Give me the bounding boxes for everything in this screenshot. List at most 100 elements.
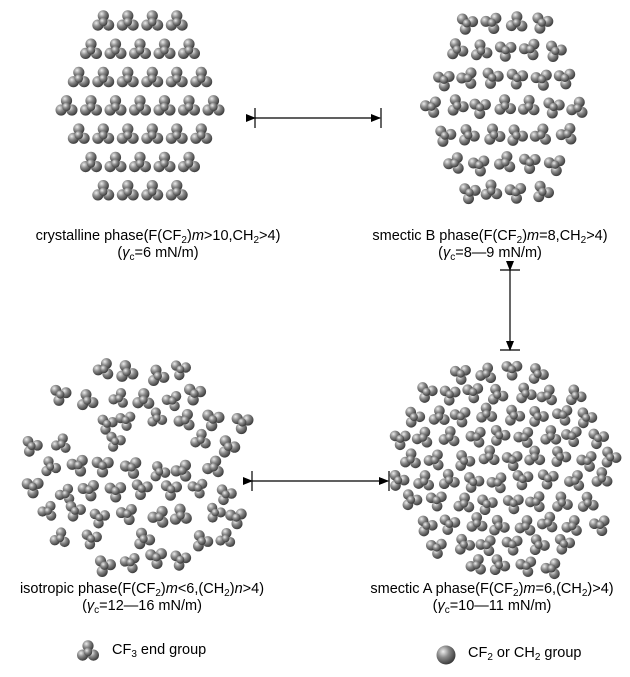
molecule [504, 183, 527, 204]
molecule [455, 450, 476, 471]
molecule [428, 405, 450, 425]
molecule [116, 180, 139, 201]
molecule [173, 408, 195, 431]
molecule [512, 470, 534, 491]
cf2-ch2-group-icon [436, 645, 456, 665]
molecule [459, 124, 480, 146]
molecule [489, 514, 510, 536]
molecule [141, 180, 164, 201]
isotropic-phase-caption: isotropic phase(F(CF2)m<6,(CH2)n>4) (γc=… [19, 581, 265, 616]
molecule [494, 94, 516, 115]
molecule [447, 38, 469, 60]
molecule [480, 179, 503, 200]
smectic-b-phase-cluster [420, 11, 588, 205]
molecule [187, 478, 208, 499]
molecule [153, 38, 176, 60]
molecule [178, 151, 200, 173]
molecule [506, 68, 529, 90]
molecule [169, 503, 192, 525]
molecule [518, 94, 540, 116]
molecule [591, 467, 613, 487]
molecule [94, 555, 116, 577]
molecule [389, 469, 410, 491]
molecule [216, 484, 237, 506]
smectic-a-surface-tension: (γc=10—11 mN/m) [432, 598, 552, 616]
molecule [92, 10, 115, 31]
molecule [480, 12, 502, 34]
molecule [519, 153, 541, 174]
molecule [134, 527, 156, 550]
molecule [425, 538, 447, 559]
molecule [529, 405, 549, 427]
molecule [536, 511, 558, 533]
molecule [115, 411, 136, 431]
crystalline-phase-name: crystalline phase(F(CF2)m>10,CH2>4) [35, 228, 281, 246]
molecule [190, 428, 211, 449]
molecule [501, 360, 523, 381]
molecule [459, 183, 481, 205]
molecule [165, 180, 188, 201]
molecule [528, 363, 549, 384]
molecule [456, 13, 479, 35]
legend-cf2-label: CF2 or CH2 group [468, 645, 582, 663]
molecule [108, 387, 128, 408]
molecule [438, 426, 460, 447]
molecule [589, 515, 610, 537]
molecule [502, 494, 524, 515]
molecule [192, 530, 214, 552]
molecule [92, 358, 114, 380]
molecule [513, 426, 534, 448]
molecule [178, 95, 200, 116]
molecule [178, 38, 200, 60]
arrow-crystalline-smectic-b [246, 108, 382, 128]
molecule [22, 435, 43, 457]
molecule [132, 388, 155, 409]
molecule [456, 67, 477, 89]
molecule [190, 123, 213, 144]
isotropic-phase-cluster [21, 358, 254, 577]
crystalline-surface-tension: (γc=6 mN/m) [117, 245, 199, 263]
molecule [529, 534, 550, 556]
molecule [515, 556, 537, 577]
molecule [552, 405, 573, 426]
molecule [411, 426, 433, 448]
molecule [501, 535, 523, 556]
molecule [77, 479, 99, 502]
molecule [576, 451, 597, 472]
molecule [482, 67, 504, 89]
molecule [449, 407, 471, 428]
molecule [417, 382, 438, 403]
molecule [487, 383, 509, 405]
molecule [131, 479, 153, 501]
molecule [50, 384, 72, 406]
molecule [80, 151, 102, 173]
molecule [447, 94, 469, 116]
molecule [494, 151, 516, 173]
cf3-end-group-icon [77, 640, 99, 661]
molecule [91, 456, 114, 478]
molecule [438, 468, 460, 490]
molecule [49, 527, 70, 548]
molecule [80, 95, 102, 116]
molecule [54, 483, 75, 504]
smectic-a-phase-name: smectic A phase(F(CF2)m=6,(CH2)>4) [370, 581, 614, 599]
molecule [389, 430, 411, 451]
molecule [490, 424, 511, 446]
molecule [202, 409, 225, 432]
molecule [540, 425, 562, 445]
crystalline-phase-cluster [55, 10, 225, 201]
molecule [116, 123, 139, 144]
molecule [465, 426, 486, 448]
molecule [190, 66, 213, 88]
molecule [420, 96, 441, 118]
molecule [477, 494, 498, 516]
molecule [129, 38, 151, 60]
molecule [207, 502, 226, 523]
molecule [215, 527, 236, 548]
molecule [153, 151, 176, 173]
smectic-b-phase-name: smectic B phase(F(CF2)m=8,CH2>4) [372, 228, 608, 246]
molecule [80, 38, 102, 60]
isotropic-phase-name: isotropic phase(F(CF2)m<6,(CH2)n>4) [19, 581, 265, 599]
molecule [104, 151, 127, 173]
molecule [518, 38, 540, 61]
